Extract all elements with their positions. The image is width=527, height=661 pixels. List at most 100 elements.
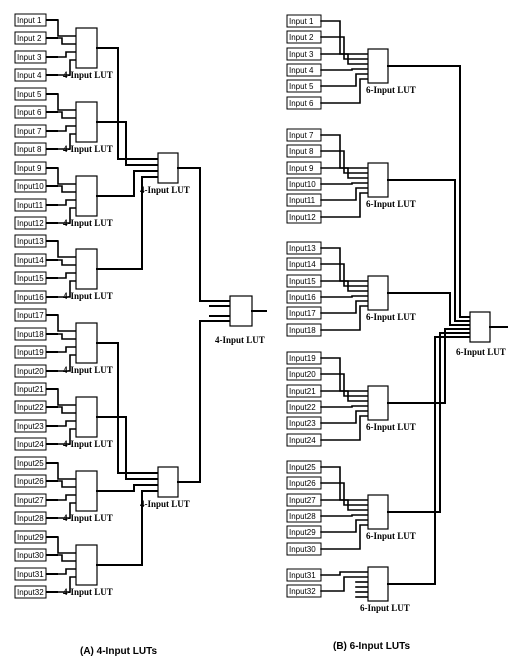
wire	[320, 263, 369, 287]
input-6-label: Input 6	[17, 108, 42, 117]
lut-level1-6	[75, 396, 98, 438]
wire	[96, 176, 159, 270]
input-23-label: Input23	[17, 422, 44, 431]
wire	[57, 51, 77, 58]
input-24-label: Input24	[17, 440, 44, 449]
lut-level1-1	[367, 48, 389, 84]
wire	[320, 300, 369, 314]
input-22-label: Input22	[289, 403, 316, 412]
wire	[320, 390, 369, 402]
input-1-label: Input 1	[17, 16, 42, 25]
lut-level1-label-3: 4-Input LUT	[63, 218, 113, 228]
input-9-label: Input 9	[289, 164, 314, 173]
input-18-label: Input18	[289, 326, 316, 335]
wire	[57, 259, 77, 266]
wire	[320, 73, 369, 87]
input-17-label: Input17	[17, 311, 44, 320]
wire	[387, 332, 471, 513]
input-14-label: Input14	[17, 256, 44, 265]
input-15-label: Input15	[289, 277, 316, 286]
wire	[57, 93, 77, 111]
input-18-label: Input18	[17, 330, 44, 339]
input-13-label: Input13	[289, 244, 316, 253]
input-31-label: Input31	[289, 571, 316, 580]
lut-level1-label-5: 6-Input LUT	[366, 531, 416, 541]
input-10-label: Input10	[17, 182, 44, 191]
input-29-label: Input29	[17, 533, 44, 542]
input-26-label: Input26	[17, 477, 44, 486]
input-20-label: Input20	[17, 367, 44, 376]
wire	[57, 199, 77, 206]
wire	[57, 568, 77, 575]
wire	[57, 37, 77, 45]
input-25-label: Input25	[17, 459, 44, 468]
wire	[57, 354, 77, 372]
wire	[96, 47, 159, 160]
input-32-label: Input32	[17, 588, 44, 597]
wire	[57, 388, 77, 406]
wire	[57, 125, 77, 132]
input-11-label: Input11	[289, 196, 316, 205]
lut-level1-1	[75, 27, 98, 69]
lut-level1-3	[367, 275, 389, 311]
lut-level2-label-1: 4-Input LUT	[140, 185, 190, 195]
wire	[96, 342, 159, 474]
input-28-label: Input28	[17, 514, 44, 523]
input-15-label: Input15	[17, 274, 44, 283]
wire	[57, 420, 77, 427]
input-23-label: Input23	[289, 419, 316, 428]
lut-top-4-input	[229, 295, 253, 327]
wire	[320, 519, 369, 533]
lut-level1-2	[367, 162, 389, 198]
wire	[57, 111, 77, 119]
wire	[320, 305, 369, 331]
lut-level1-label-1: 4-Input LUT	[63, 70, 113, 80]
input-7-label: Input 7	[17, 127, 42, 136]
lut-level1-label-6: 6-Input LUT	[360, 603, 410, 613]
lut-level1-label-2: 6-Input LUT	[366, 199, 416, 209]
lut-level1-label-3: 6-Input LUT	[366, 312, 416, 322]
wire	[57, 428, 77, 445]
input-7-label: Input 7	[289, 131, 314, 140]
wire	[320, 410, 369, 424]
wire	[387, 292, 471, 326]
input-28-label: Input28	[289, 512, 316, 521]
wire	[57, 554, 77, 562]
wire	[320, 68, 369, 71]
wire	[57, 272, 77, 279]
wire	[57, 346, 77, 353]
wire	[57, 462, 77, 480]
wire	[320, 571, 369, 576]
input-21-label: Input21	[17, 385, 44, 394]
lut-level1-5	[367, 494, 389, 530]
wire	[57, 494, 77, 501]
input-24-label: Input24	[289, 436, 316, 445]
wire	[57, 576, 77, 593]
lut-level1-7	[75, 470, 98, 512]
lut-level1-label-5: 4-Input LUT	[63, 365, 113, 375]
caption-6-input-luts: (B) 6-Input LUTs	[333, 641, 410, 652]
wire	[96, 170, 159, 197]
input-30-label: Input30	[17, 551, 44, 560]
wire	[57, 59, 77, 76]
input-1-label: Input 1	[289, 17, 314, 26]
input-19-label: Input19	[289, 354, 316, 363]
lut-level1-label-4: 4-Input LUT	[63, 291, 113, 301]
wire	[57, 502, 77, 519]
wire	[320, 36, 369, 60]
wire	[57, 133, 77, 150]
lut-level1-label-4: 6-Input LUT	[366, 422, 416, 432]
input-29-label: Input29	[289, 528, 316, 537]
wire	[320, 576, 369, 592]
wire	[320, 182, 369, 185]
input-22-label: Input22	[17, 403, 44, 412]
input-16-label: Input16	[17, 293, 44, 302]
lut-level1-label-1: 6-Input LUT	[366, 85, 416, 95]
wire	[320, 53, 369, 65]
lut-level2-label-2: 4-Input LUT	[140, 499, 190, 509]
input-32-label: Input32	[289, 587, 316, 596]
wire	[320, 482, 369, 506]
wire	[320, 514, 369, 517]
input-26-label: Input26	[289, 479, 316, 488]
